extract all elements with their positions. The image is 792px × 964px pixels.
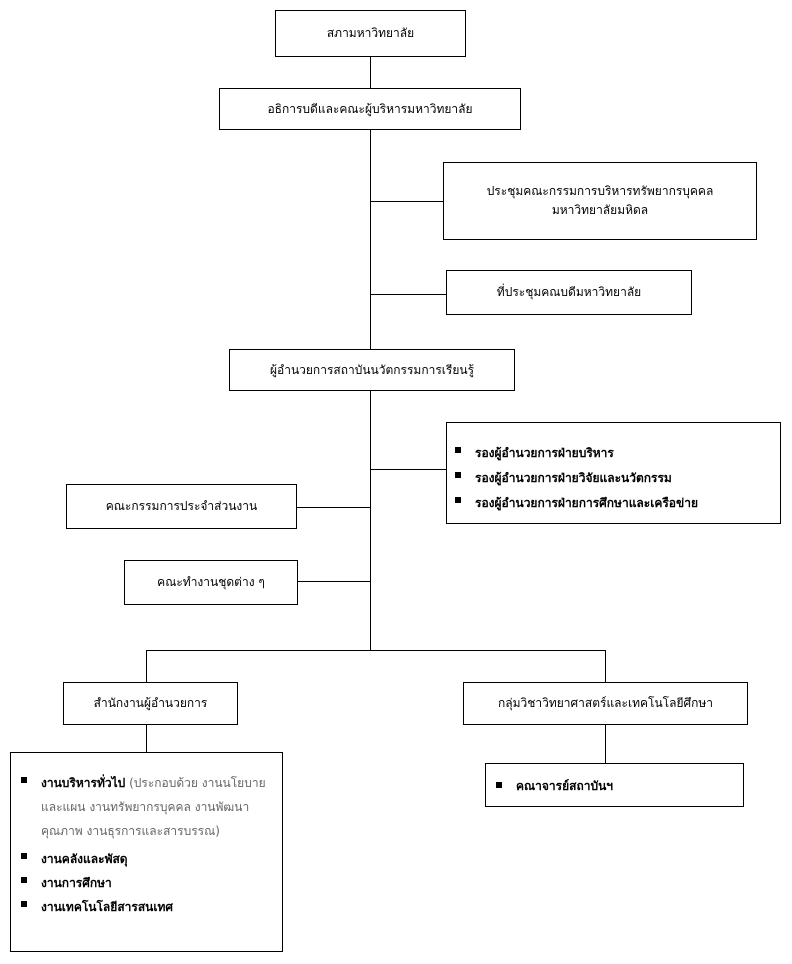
president-label: อธิการบดีและคณะผู้บริหารมหาวิทยาลัย (267, 101, 473, 116)
finance-item: งานคลังและพัสดุ (21, 847, 266, 871)
connector-office-units (146, 724, 147, 753)
deans-meeting-label: ที่ประชุมคณบดีมหาวิทยาลัย (496, 285, 642, 299)
general-admin-item: งานบริหารทั่วไป (ประกอบด้วย งานนโยบาย แล… (21, 771, 266, 843)
connector-working-groups (297, 581, 371, 582)
connector-main-trunk (370, 129, 371, 350)
director-box: ผู้อำนวยการสถาบันนวัตกรรมการเรียนรู้ (229, 349, 515, 391)
hr-committee-box: ประชุมคณะกรรมการบริหารทรัพยากรบุคคล มหาว… (443, 162, 757, 240)
deputies-list: รองผู้อำนวยการฝ่ายบริหาร รองผู้อำนวยการฝ… (455, 441, 698, 516)
director-office-box: สำนักงานผู้อำนวยการ (63, 682, 238, 725)
connector-hr-committee (370, 201, 444, 202)
working-groups-label: คณะทำงานชุดต่าง ๆ (157, 575, 265, 589)
general-admin-detail-line2: และแผน งานทรัพยากรบุคคล งานพัฒนา (41, 800, 250, 814)
unit-committee-label: คณะกรรมการประจำส่วนงาน (105, 499, 258, 513)
general-admin-detail-line3: คุณภาพ งานธุรการและสารบรรณ) (41, 824, 220, 838)
connector-horizontal-split (146, 650, 606, 651)
office-units-box: งานบริหารทั่วไป (ประกอบด้วย งานนโยบาย แล… (10, 752, 283, 952)
connector-unit-committee (296, 507, 371, 508)
faculty-item: คณาจารย์สถาบันฯ (496, 776, 613, 796)
office-units-list: งานบริหารทั่วไป (ประกอบด้วย งานนโยบาย แล… (21, 771, 266, 919)
director-office-label: สำนักงานผู้อำนวยการ (93, 696, 208, 710)
education-item: งานการศึกษา (21, 871, 266, 895)
connector-deputies (370, 469, 447, 470)
director-label: ผู้อำนวยการสถาบันนวัตกรรมการเรียนรู้ (269, 362, 475, 377)
working-groups-box: คณะทำงานชุดต่าง ๆ (124, 560, 298, 605)
unit-committee-box: คณะกรรมการประจำส่วนงาน (66, 484, 297, 529)
hr-committee-label-line1: ประชุมคณะกรรมการบริหารทรัพยากรบุคคล (486, 184, 714, 198)
university-council-label: สภามหาวิทยาลัย (326, 26, 415, 40)
deputy-research: รองผู้อำนวยการฝ่ายวิจัยและนวัตกรรม (455, 466, 698, 491)
hr-committee-label-line2: มหาวิทยาลัยมหิดล (551, 203, 649, 217)
science-group-box: กลุ่มวิชาวิทยาศาสตร์และเทคโนโลยีศึกษา (463, 682, 748, 725)
general-admin-detail-line1: (ประกอบด้วย งานนโยบาย (125, 776, 266, 790)
connector-science-drop (605, 650, 606, 683)
faculty-box: คณาจารย์สถาบันฯ (485, 763, 744, 807)
science-group-label: กลุ่มวิชาวิทยาศาสตร์และเทคโนโลยีศึกษา (497, 696, 714, 710)
president-box: อธิการบดีและคณะผู้บริหารมหาวิทยาลัย (219, 88, 521, 130)
connector-faculty (605, 724, 606, 764)
deputy-admin: รองผู้อำนวยการฝ่ายบริหาร (455, 441, 698, 466)
connector-deans-meeting (370, 294, 447, 295)
connector-office-drop (146, 650, 147, 683)
it-item: งานเทคโนโลยีสารสนเทศ (21, 895, 266, 919)
deputy-education: รองผู้อำนวยการฝ่ายการศึกษาและเครือข่าย (455, 491, 698, 516)
deans-meeting-box: ที่ประชุมคณบดีมหาวิทยาลัย (446, 270, 692, 315)
connector-council-president (370, 56, 371, 89)
faculty-list: คณาจารย์สถาบันฯ (496, 776, 613, 796)
deputies-box: รองผู้อำนวยการฝ่ายบริหาร รองผู้อำนวยการฝ… (446, 422, 781, 524)
general-admin-title: งานบริหารทั่วไป (41, 776, 126, 790)
connector-director-trunk (370, 390, 371, 650)
university-council-box: สภามหาวิทยาลัย (275, 10, 466, 57)
